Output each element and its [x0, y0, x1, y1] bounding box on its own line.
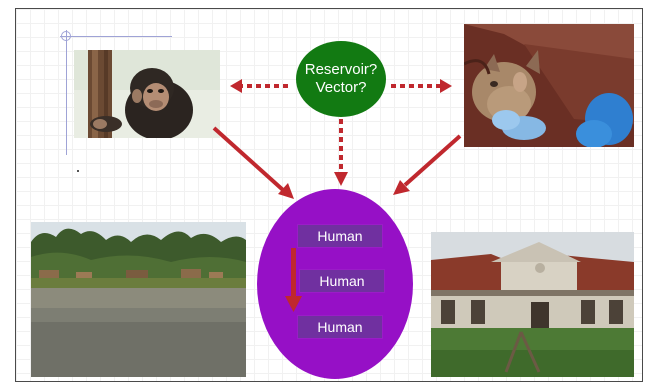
bat-photo	[464, 24, 634, 147]
crop-guide-handle	[61, 31, 71, 41]
human-to-human-arrow	[285, 248, 302, 312]
human-box-1: Human	[298, 225, 382, 247]
arrow-chimpanzee-to-human	[212, 126, 294, 199]
river-village-photo	[31, 222, 246, 377]
crop-guide-horizontal	[60, 36, 172, 37]
arrow-to-bat	[391, 79, 452, 93]
vector-label: Vector?	[315, 79, 367, 96]
arrow-bat-to-human	[393, 134, 462, 195]
reservoir-vector-node: Reservoir? Vector?	[296, 41, 386, 117]
arrow-reservoir-to-human	[334, 119, 348, 186]
reservoir-label: Reservoir?	[304, 61, 378, 78]
arrow-to-chimpanzee	[230, 79, 288, 93]
crop-guide-vertical	[66, 30, 67, 155]
human-box-2: Human	[300, 270, 384, 292]
chimpanzee-photo	[74, 50, 220, 138]
hospital-building-photo	[431, 232, 634, 377]
human-box-3: Human	[298, 316, 382, 338]
stray-dot	[77, 170, 79, 172]
